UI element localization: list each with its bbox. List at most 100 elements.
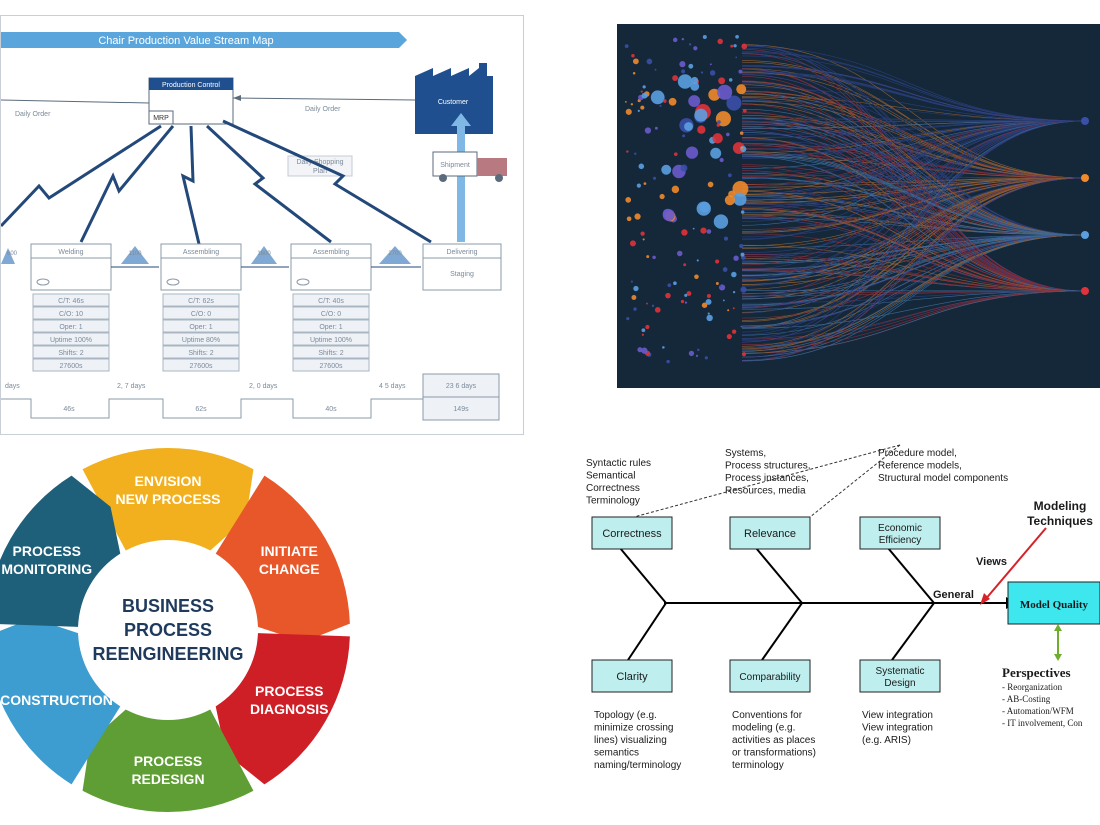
flow-dot xyxy=(638,163,645,170)
flow-dot xyxy=(722,299,725,302)
flow-dot xyxy=(688,63,694,69)
fishbone-ribs xyxy=(619,547,935,661)
general-label: General xyxy=(933,589,974,601)
flow-dot xyxy=(680,164,688,172)
flow-dot xyxy=(740,286,747,293)
flow-curve xyxy=(741,91,1086,179)
flow-dot xyxy=(700,71,704,74)
flow-curve xyxy=(741,120,1086,129)
perspective-item: - Reorganization xyxy=(1002,682,1063,692)
flow-dot xyxy=(662,208,675,221)
flow-curve xyxy=(741,234,1086,307)
data-box-extra: 27600s xyxy=(320,363,343,370)
bpr-segment xyxy=(215,633,350,785)
fishbone-notes: Syntactic rulesSemanticalCorrectnessTerm… xyxy=(586,448,1008,771)
flow-curve xyxy=(741,74,1086,236)
flow-dot xyxy=(732,290,736,294)
flow-dot xyxy=(726,333,732,340)
flow-dot xyxy=(740,252,745,257)
flow-curve xyxy=(741,195,1086,236)
bpr-segment-label: PROCESS xyxy=(255,683,323,699)
vsm-title: Chair Production Value Stream Map xyxy=(98,35,273,47)
lead-time-4: 4 5 days xyxy=(379,383,406,390)
conventions-note: or transformations) xyxy=(732,748,816,759)
flow-dot xyxy=(707,312,710,315)
flow-curve xyxy=(741,73,1086,122)
flow-dot xyxy=(713,214,729,229)
flow-dot xyxy=(715,259,720,264)
flow-curve xyxy=(741,290,1086,350)
flow-dot xyxy=(700,227,707,234)
data-box-ct: C/T: 62s xyxy=(188,298,214,305)
flow-curve xyxy=(741,120,1086,226)
conventions-note: Conventions for xyxy=(732,710,803,721)
flow-dot xyxy=(681,37,685,41)
flow-dot xyxy=(681,69,686,74)
flow-dot xyxy=(739,131,744,135)
bpr-center-line1: BUSINESS xyxy=(122,596,214,616)
flow-curve xyxy=(741,120,1086,157)
bpr-segments xyxy=(0,448,350,812)
flow-curve xyxy=(741,120,1086,286)
bpr-center-circle xyxy=(80,542,256,718)
flow-dot xyxy=(631,54,635,58)
flow-curve xyxy=(741,215,1086,292)
data-box-extra: 27600s xyxy=(190,363,213,370)
flow-dot xyxy=(624,101,627,103)
data-box-row xyxy=(32,332,110,346)
flow-dot xyxy=(651,304,655,308)
perspective-item: - AB-Costing xyxy=(1002,694,1051,704)
flow-dot xyxy=(731,329,737,334)
flow-dot xyxy=(645,324,650,330)
flow-curve xyxy=(741,120,1086,266)
flow-dot xyxy=(683,263,687,267)
flow-dot xyxy=(696,259,699,262)
bpr-segment-label: DIAGNOSIS xyxy=(250,701,329,717)
flow-curve xyxy=(741,81,1086,236)
topology-note: semantics xyxy=(594,748,639,759)
flow-dot xyxy=(706,294,711,299)
flow-dot xyxy=(694,274,699,280)
flow-curve xyxy=(741,117,1086,122)
flow-dot xyxy=(641,92,648,99)
flow-curve xyxy=(741,120,1086,328)
flow-curve xyxy=(741,101,1086,179)
customer-factory-icon xyxy=(415,63,493,134)
flow-dot xyxy=(629,240,636,247)
flow-dot xyxy=(694,108,708,122)
flow-dot xyxy=(717,84,733,100)
delivering-label: Delivering xyxy=(446,249,477,256)
modeling-techniques-line1: Modeling xyxy=(1034,499,1087,513)
flow-curve xyxy=(741,177,1086,358)
flow-dot xyxy=(659,104,662,107)
flow-curve xyxy=(741,290,1086,310)
data-box-row xyxy=(292,319,370,333)
flow-dot xyxy=(642,238,645,241)
flow-dot xyxy=(717,120,721,124)
bpr-segment-label: ENVISION xyxy=(135,473,202,489)
flow-dot xyxy=(641,333,644,336)
flow-dot xyxy=(662,346,665,349)
flow-dot xyxy=(654,306,661,313)
flow-dot xyxy=(693,46,698,51)
flow-dot xyxy=(680,299,685,304)
data-box-uptime: Uptime 100% xyxy=(50,337,92,344)
flow-curve xyxy=(741,234,1086,349)
correctness-box: Correctness xyxy=(591,516,673,550)
truck-cab xyxy=(477,158,507,176)
flow-curve xyxy=(741,290,1086,304)
flow-dot xyxy=(671,185,680,194)
data-box-row xyxy=(162,293,240,307)
flow-curve xyxy=(741,145,1086,179)
flow-dot xyxy=(663,99,667,103)
flow-curve xyxy=(741,177,1086,308)
bpr-segment xyxy=(215,475,350,642)
flow-curve xyxy=(741,120,1086,240)
economic-label-1: Economic xyxy=(878,523,922,534)
process-time-2: 62s xyxy=(195,406,207,413)
lead-time-2: 2, 7 days xyxy=(117,383,146,390)
procedure-note: Reference models, xyxy=(878,461,962,472)
flow-dot xyxy=(668,97,677,106)
flow-dot xyxy=(677,74,693,89)
flow-dot xyxy=(640,231,645,236)
